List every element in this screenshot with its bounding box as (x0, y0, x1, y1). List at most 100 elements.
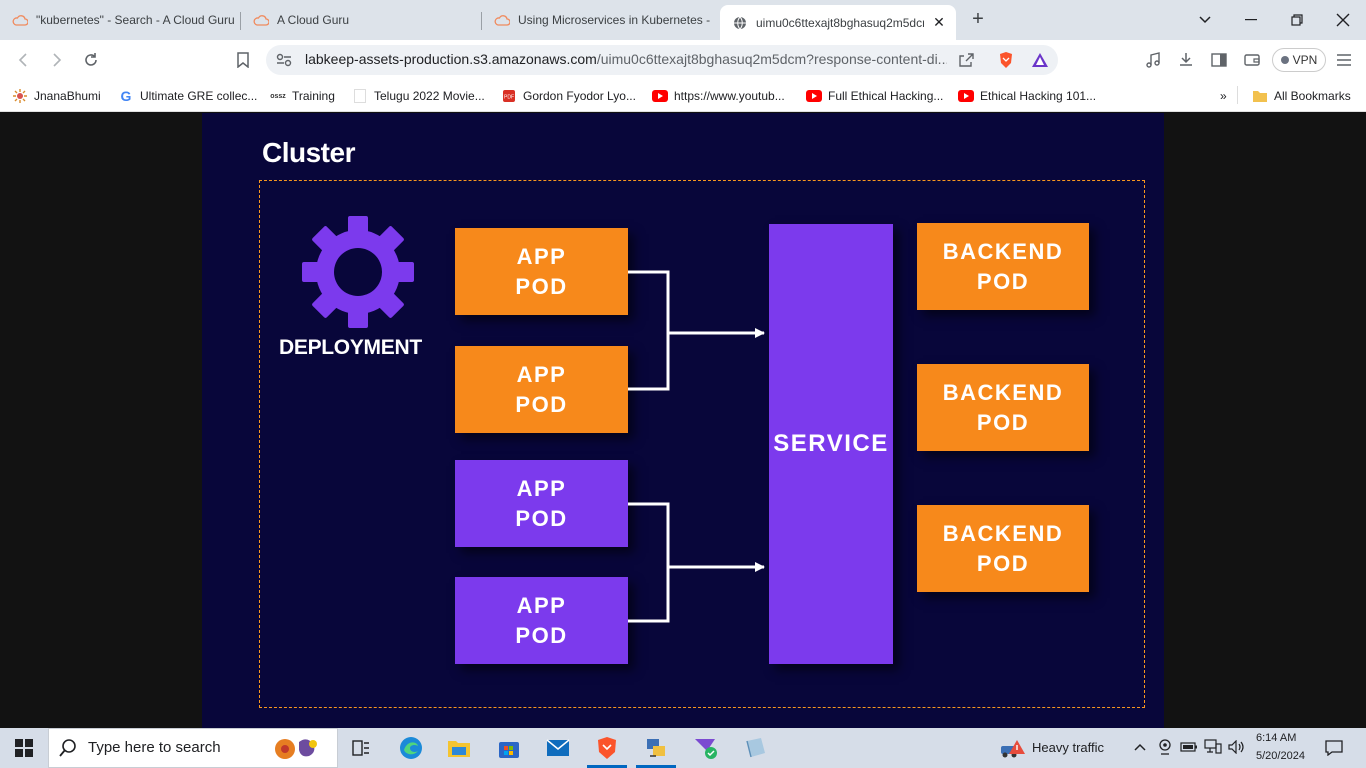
address-bar[interactable] (266, 45, 1058, 75)
jnanabhumi-icon (12, 88, 28, 104)
brave-shields-icon[interactable] (994, 48, 1018, 72)
globe-icon (732, 15, 748, 31)
bookmark-label: https://www.youtub... (674, 89, 785, 103)
webcam-icon[interactable] (1156, 738, 1174, 756)
bookmark-jnanabhumi[interactable]: JnanaBhumi (12, 86, 101, 106)
url-host: labkeep-assets-production.s3.amazonaws.c… (305, 51, 597, 67)
notes-app-icon[interactable] (740, 733, 770, 763)
vpn-status-icon (1280, 56, 1289, 64)
bookmark-label: Ethical Hacking 101... (980, 89, 1097, 103)
backend-pod-2: BACKEND POD (917, 364, 1089, 451)
traffic-icon[interactable] (998, 733, 1028, 763)
tab-kubernetes-search[interactable]: "kubernetes" - Search - A Cloud Guru (0, 5, 240, 35)
close-tab-icon[interactable]: ✕ (933, 14, 945, 30)
brave-rewards-icon[interactable] (1028, 48, 1052, 72)
volume-icon[interactable] (1228, 738, 1246, 756)
download-icon[interactable] (1174, 48, 1198, 72)
youtube-icon (806, 88, 822, 104)
sidebar-icon[interactable] (1207, 48, 1231, 72)
brave-browser-icon[interactable] (592, 733, 622, 763)
bookmark-youtube-2[interactable]: Full Ethical Hacking... (806, 86, 943, 106)
cluster-title: Cluster (262, 137, 355, 168)
file-explorer-icon[interactable] (444, 733, 474, 763)
restore-icon[interactable] (1285, 8, 1309, 32)
tab-title: A Cloud Guru (277, 13, 350, 27)
service-box: SERVICE (769, 224, 893, 664)
bookmark-youtube-1[interactable]: https://www.youtub... (652, 86, 785, 106)
bookmark-training[interactable]: ossz Training (270, 86, 335, 106)
bookmark-icon[interactable] (231, 48, 255, 72)
tab-active-asset[interactable]: uimu0c6ttexajt8bghasuq2m5dcm ✕ (720, 5, 956, 40)
close-window-icon[interactable] (1331, 8, 1355, 32)
search-highlight-icon[interactable] (268, 733, 326, 763)
gear-icon (302, 216, 414, 328)
reload-icon[interactable] (79, 48, 103, 72)
bookmarks-bar: JnanaBhumi G Ultimate GRE collec... ossz… (0, 80, 1366, 112)
tab-search-chevron-icon[interactable] (1193, 8, 1217, 32)
bookmark-gre[interactable]: G Ultimate GRE collec... (118, 86, 258, 106)
bookmark-label: Full Ethical Hacking... (828, 89, 944, 103)
youtube-icon (958, 88, 974, 104)
more-bookmarks-icon[interactable]: » (1220, 89, 1227, 103)
url-text[interactable]: labkeep-assets-production.s3.amazonaws.c… (305, 51, 947, 69)
vpn-label: VPN (1292, 53, 1318, 67)
task-view-icon[interactable] (346, 733, 376, 763)
mail-icon[interactable] (543, 733, 573, 763)
windows-start-icon[interactable] (8, 736, 40, 760)
cloud-icon (253, 12, 269, 28)
backend-pod-3: BACKEND POD (917, 505, 1089, 592)
chevron-up-icon[interactable] (1131, 738, 1149, 756)
network-icon[interactable] (1204, 738, 1222, 756)
taskbar-search-placeholder: Type here to search (88, 739, 221, 756)
training-icon: ossz (270, 92, 286, 100)
page-icon (352, 88, 368, 104)
deployment-label: DEPLOYMENT (279, 336, 422, 359)
folder-icon (1252, 88, 1268, 104)
media-icon[interactable] (1141, 48, 1165, 72)
bookmark-gordon[interactable]: PDF Gordon Fyodor Lyo... (501, 86, 636, 106)
bookmark-label: JnanaBhumi (34, 89, 101, 103)
back-icon[interactable] (11, 48, 35, 72)
all-bookmarks-label: All Bookmarks (1274, 89, 1351, 103)
cloud-icon (494, 12, 510, 28)
forward-icon[interactable] (45, 48, 69, 72)
menu-icon[interactable] (1332, 48, 1356, 72)
new-tab-button[interactable]: + (972, 8, 984, 30)
search-icon (58, 738, 78, 758)
wallet-icon[interactable] (1240, 48, 1264, 72)
bookmark-label: Gordon Fyodor Lyo... (523, 89, 636, 103)
tab-microservices[interactable]: Using Microservices in Kubernetes - (482, 5, 718, 35)
site-settings-icon[interactable] (272, 48, 296, 72)
svg-text:PDF: PDF (504, 95, 514, 101)
vpn-button[interactable]: VPN (1272, 48, 1326, 72)
notifications-icon[interactable] (1324, 738, 1344, 758)
tab-title: uimu0c6ttexajt8bghasuq2m5dcm (756, 15, 924, 30)
share-icon[interactable] (954, 48, 978, 72)
battery-icon[interactable] (1180, 738, 1198, 756)
store-icon[interactable] (494, 733, 524, 763)
cloud-icon (12, 12, 28, 28)
tab-separator (481, 12, 482, 30)
clock-time[interactable]: 6:14 AM (1256, 732, 1297, 744)
backend-pod-1: BACKEND POD (917, 223, 1089, 310)
network-app-icon[interactable] (641, 733, 671, 763)
url-path: /uimu0c6ttexajt8bghasuq2m5dcm?response-c… (596, 51, 947, 67)
app-pod-4: APP POD (455, 577, 628, 664)
pdf-icon: PDF (501, 88, 517, 104)
tab-title: "kubernetes" - Search - A Cloud Guru (36, 13, 235, 27)
bookmark-youtube-3[interactable]: Ethical Hacking 101... (958, 86, 1096, 106)
google-icon: G (120, 88, 132, 104)
vpn-app-icon[interactable] (691, 733, 721, 763)
tab-title: Using Microservices in Kubernetes - (518, 13, 711, 27)
cluster-boundary (259, 180, 1145, 708)
tab-a-cloud-guru[interactable]: A Cloud Guru (241, 5, 481, 35)
weather-status[interactable]: Heavy traffic (1032, 740, 1105, 755)
bookmarks-divider (1237, 86, 1238, 104)
bookmark-telugu[interactable]: Telugu 2022 Movie... (352, 86, 485, 106)
edge-icon[interactable] (396, 733, 426, 763)
minimize-icon[interactable] (1239, 8, 1263, 32)
all-bookmarks-button[interactable]: All Bookmarks (1252, 86, 1351, 106)
tab-bar: "kubernetes" - Search - A Cloud Guru A C… (0, 0, 1366, 40)
clock-date[interactable]: 5/20/2024 (1256, 750, 1305, 762)
app-pod-2: APP POD (455, 346, 628, 433)
